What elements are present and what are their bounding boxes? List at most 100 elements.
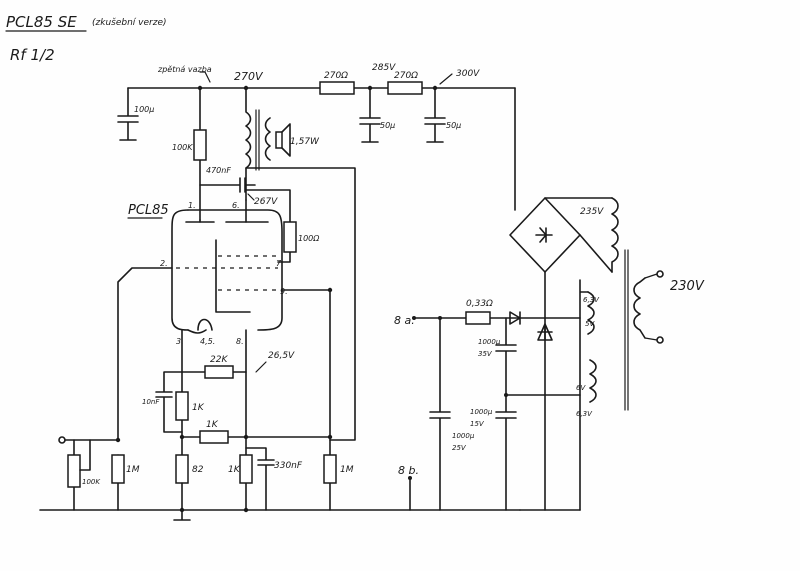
label-c1000-a-v: 35V — [478, 350, 493, 358]
pin-8: 8. — [236, 337, 244, 346]
resistor-270ohm-b — [387, 81, 423, 95]
capacitor-470nf — [199, 177, 256, 193]
junction-dot — [327, 287, 333, 293]
diode-series-icon — [509, 311, 521, 325]
label-8a: 8 a. — [394, 314, 415, 327]
resistor-033ohm — [465, 311, 491, 325]
resistor-1k-c — [239, 454, 253, 484]
tube-envelope-bottom — [187, 329, 207, 334]
input-terminal — [58, 436, 66, 444]
junction-dot — [243, 507, 249, 513]
label-r270b: 270Ω — [394, 71, 418, 81]
label-c1000-a: 1000µ — [478, 338, 501, 346]
pin-45: 4,5. — [200, 337, 215, 346]
label-r1k-b: 1K — [206, 420, 219, 430]
speaker-cone-icon — [281, 123, 291, 157]
junction-dot — [504, 393, 508, 397]
tube-name: PCL85 — [128, 203, 169, 218]
pot-wiper — [79, 439, 91, 471]
pentode-grid-wire — [281, 289, 331, 456]
label-r1m-b: 1M — [340, 465, 354, 475]
label-r1k-c: 1K — [228, 465, 241, 475]
label-6v3: 6,3V — [583, 296, 600, 304]
sheet-signature: Rf 1/2 — [10, 46, 55, 64]
pin-1: 1. — [188, 201, 196, 210]
label-speaker: 1,57W — [290, 137, 320, 147]
resistor-1k-a — [175, 391, 189, 421]
label-8b: 8 b. — [398, 464, 419, 477]
heater-output-8a — [412, 316, 416, 320]
resistor-100ohm — [283, 221, 297, 253]
label-c100u: 100µ — [134, 105, 154, 114]
label-r270a: 270Ω — [324, 71, 348, 81]
triode-grid-wire — [117, 267, 173, 441]
capacitor-330nf — [245, 447, 275, 511]
resistor-1m-a — [111, 454, 125, 484]
schematic-note: (zkušební verze) — [92, 17, 167, 28]
output-transformer-primary — [245, 87, 252, 201]
pin-6: 6. — [232, 201, 240, 210]
heater-common-wire — [579, 279, 589, 511]
label-6v: 6V — [576, 384, 586, 392]
junction-dot — [179, 434, 185, 440]
label-r1k-a: 1K — [192, 403, 205, 413]
label-pot100k: 100K — [82, 478, 101, 486]
tube-envelope-right — [187, 209, 283, 331]
screen-resistor-wire — [245, 189, 291, 263]
junction-dot — [438, 316, 442, 320]
output-transformer-secondary — [264, 117, 271, 161]
pin-3: 3. — [176, 337, 184, 346]
label-c50u-a: 50µ — [380, 121, 395, 130]
label-235v: 235V — [580, 207, 604, 217]
label-r1m-a: 1M — [126, 465, 140, 475]
capacitor-1000u-a — [495, 317, 517, 396]
speaker-icon — [275, 131, 283, 149]
transformer-secondary-235v — [611, 197, 619, 273]
mains-terminal-b — [656, 336, 664, 344]
label-267v-arrow — [247, 193, 255, 201]
transformer-core — [255, 109, 260, 171]
junction-dot — [115, 437, 121, 443]
resistor-22k — [204, 365, 234, 379]
mains-terminal-a — [656, 270, 664, 278]
resistor-82 — [175, 454, 189, 484]
capacitor-50u-a — [359, 87, 381, 143]
capacitor-10nf — [155, 371, 183, 433]
mains-wire — [644, 273, 658, 341]
label-r22k: 22K — [210, 355, 228, 365]
label-265v-arrow — [255, 361, 267, 373]
label-c1000-c: 1000µ — [452, 432, 475, 440]
capacitor-50u-b — [424, 87, 446, 143]
junction-dot — [327, 434, 333, 440]
label-c1000-c-v: 25V — [452, 444, 467, 452]
label-r033: 0,33Ω — [466, 299, 493, 309]
triode-envelope-left — [171, 209, 189, 331]
label-230v: 230V — [670, 279, 705, 294]
label-285v: 285V — [372, 63, 396, 73]
resistor-1m-b — [323, 454, 337, 484]
resistor-1k-b — [199, 430, 229, 444]
transformer-secondary-6v3 — [587, 291, 595, 335]
pin-7: 7. — [276, 259, 284, 268]
pin-2: 2. — [160, 259, 168, 268]
label-c330n: 330nF — [274, 461, 303, 471]
capacitor-100u — [117, 87, 139, 141]
pentode-cathode — [215, 239, 251, 313]
bridge-ac-wire — [544, 197, 613, 273]
feedback-arrow — [199, 71, 211, 83]
heater-output-8b — [408, 476, 412, 480]
label-c470n: 470nF — [206, 166, 231, 175]
label-300v: 300V — [456, 69, 480, 79]
label-6v3-b: 6,3V — [576, 410, 593, 418]
label-feedback: zpětná vazba — [157, 64, 212, 74]
resistor-270ohm-a — [319, 81, 355, 95]
heater-filament-icon — [197, 318, 213, 331]
label-r82: 82 — [192, 465, 204, 475]
transformer-primary — [633, 277, 646, 339]
capacitor-1000u-b — [495, 394, 517, 511]
label-267v: 267V — [254, 197, 278, 207]
feedback-loop-wire — [245, 167, 356, 441]
power-transformer-core — [624, 249, 629, 411]
